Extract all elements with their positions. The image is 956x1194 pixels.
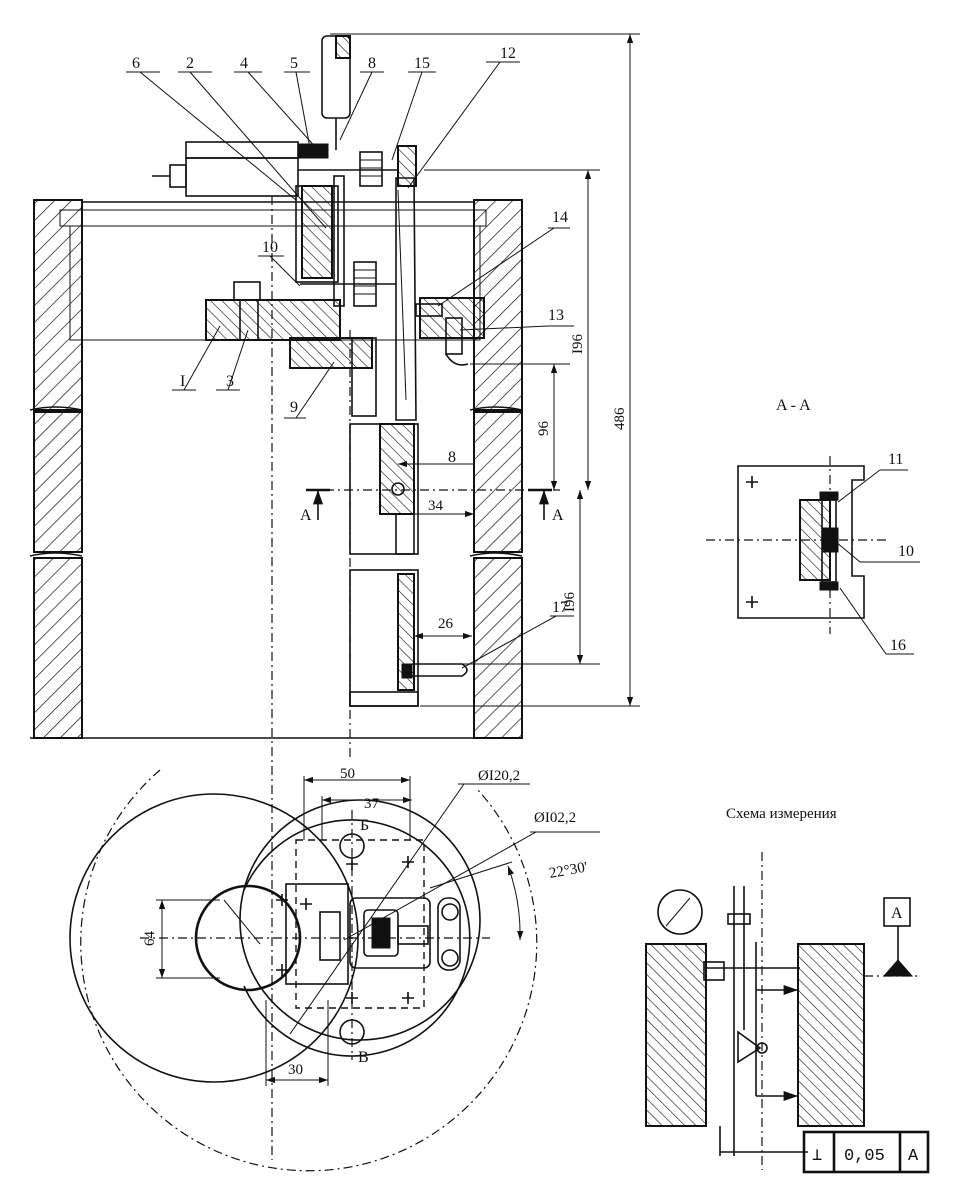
callout-8-mid: 8 — [448, 449, 456, 466]
plan-view: 50 37 ØI20,2 ØI02,2 22°30' 64 30 Б В — [69, 766, 600, 1172]
dim-96: 96 — [536, 421, 552, 437]
callout-12: 12 — [500, 45, 516, 62]
tolerance-frame: ⊥ 0,05 A — [802, 1130, 930, 1174]
dim-64: 64 — [142, 931, 158, 947]
part-9 — [289, 337, 373, 369]
dim-34: 34 — [428, 498, 444, 514]
scheme-title: Схема измерения — [726, 806, 837, 822]
part-2 — [301, 185, 333, 279]
section-a-a: A - A 11 10 16 — [706, 397, 920, 655]
callout-4: 4 — [240, 55, 248, 72]
left-wall-mid — [33, 411, 83, 553]
callout-13: 13 — [548, 307, 564, 324]
section-mark-left: A — [300, 507, 312, 524]
left-wall-low — [33, 557, 83, 739]
callout-14: 14 — [552, 209, 568, 226]
dim-120: ØI20,2 — [478, 768, 520, 784]
main-section-view: A A 486 I96 96 I96 34 26 8 — [29, 33, 640, 1160]
callout-6: 6 — [132, 55, 140, 72]
section-a-a-title: A - A — [776, 397, 811, 414]
right-wall-mid — [473, 411, 523, 553]
tolerance-symbol: ⊥ — [812, 1147, 822, 1166]
dim-102: ØI02,2 — [534, 810, 576, 826]
measurement-scheme: Схема измерения A ⊥ 0,05 A — [645, 806, 930, 1174]
callouts-top: 6 2 4 5 8 15 12 — [126, 45, 520, 229]
callout-2: 2 — [186, 55, 194, 72]
callout-5: 5 — [290, 55, 298, 72]
datum-box — [883, 897, 911, 927]
callout-I: I — [180, 373, 185, 390]
rod-12 — [395, 177, 417, 421]
section-mark-right: A — [552, 507, 564, 524]
base-plate — [205, 299, 341, 341]
tolerance-value: 0,05 — [844, 1147, 885, 1166]
dim-26: 26 — [438, 616, 454, 632]
callout-16: 16 — [890, 637, 906, 654]
datum-letter: A — [891, 905, 903, 922]
left-wall — [33, 199, 83, 411]
tolerance-datum: A — [908, 1147, 919, 1166]
dim-30: 30 — [288, 1062, 303, 1078]
callout-15: 15 — [414, 55, 430, 72]
label-b-bottom: В — [358, 1049, 369, 1066]
callout-17: 17 — [552, 599, 568, 616]
dim-196-top: I96 — [570, 334, 586, 354]
scheme-left-block — [645, 943, 707, 1127]
dim-196-bottom: I96 — [562, 592, 578, 612]
label-b-top: Б — [360, 817, 369, 834]
dim-37: 37 — [364, 796, 380, 812]
dim-486: 486 — [612, 407, 628, 430]
dim-angle: 22°30' — [548, 859, 589, 882]
callout-10-left: 10 — [262, 239, 278, 256]
callout-11: 11 — [888, 451, 903, 468]
callout-3: 3 — [226, 373, 234, 390]
callout-9: 9 — [290, 399, 298, 416]
callout-8: 8 — [368, 55, 376, 72]
scheme-right-block — [797, 943, 865, 1127]
callout-10-right: 10 — [898, 543, 914, 560]
dim-50: 50 — [340, 766, 355, 782]
